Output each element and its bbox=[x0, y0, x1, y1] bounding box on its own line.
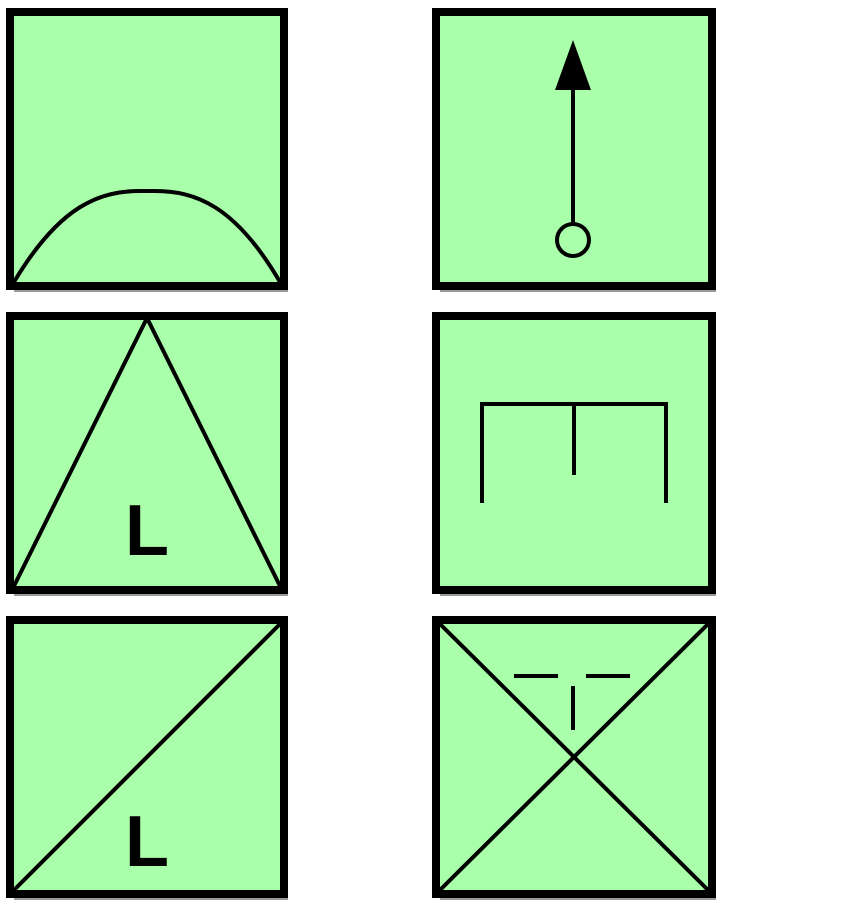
symbol-triangle: L bbox=[6, 312, 288, 596]
symbol-diagonal: L bbox=[6, 616, 288, 900]
symbol-arc bbox=[6, 8, 288, 292]
diagonal-line bbox=[12, 622, 282, 892]
symbol-box bbox=[6, 8, 288, 290]
symbol-arrow bbox=[432, 8, 716, 292]
diagonal-label: L bbox=[125, 802, 169, 882]
symbol-comb bbox=[432, 312, 716, 596]
cross-line-b bbox=[438, 622, 710, 892]
symbol-x-cross bbox=[432, 616, 716, 900]
triangle-lines bbox=[12, 313, 282, 587]
arc-curve bbox=[12, 189, 282, 284]
triangle-label: L bbox=[125, 491, 169, 571]
circle-icon bbox=[555, 222, 591, 258]
arrowhead-icon bbox=[555, 40, 591, 90]
